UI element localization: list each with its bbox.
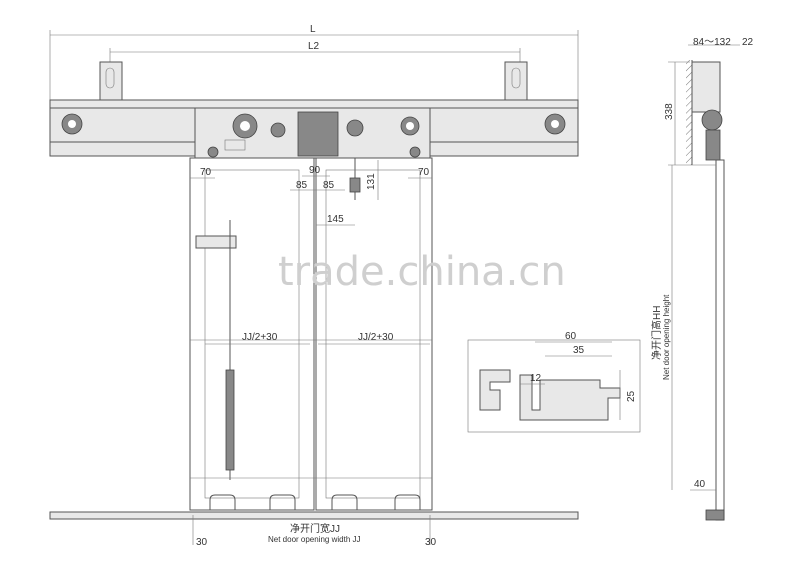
door-panel-right bbox=[315, 157, 433, 511]
hanger-bracket-left bbox=[99, 61, 123, 101]
dimension-30-right: 30 bbox=[425, 537, 437, 548]
label-height-en: Net door opening height bbox=[662, 294, 671, 380]
hanger-bracket-right bbox=[504, 61, 528, 101]
sill bbox=[49, 511, 579, 520]
svg-text:25: 25 bbox=[626, 390, 637, 402]
dimension-22: 22 bbox=[742, 37, 754, 48]
svg-text:70: 70 bbox=[200, 167, 212, 178]
dimension-90: 90 bbox=[302, 165, 330, 177]
svg-text:JJ/2+30: JJ/2+30 bbox=[358, 332, 394, 343]
svg-text:70: 70 bbox=[418, 167, 430, 178]
dimension-338: 338 bbox=[664, 103, 675, 120]
dimension-L2: L2 bbox=[109, 41, 521, 68]
dimension-30-left: 30 bbox=[196, 537, 208, 548]
dimension-jj-left: JJ/2+30 bbox=[205, 332, 310, 345]
side-view: 84～132 22 338 净开门高HH Net door opening he… bbox=[650, 37, 754, 521]
svg-text:85: 85 bbox=[296, 180, 308, 191]
watermark: trade.china.cn bbox=[278, 249, 566, 295]
svg-text:60: 60 bbox=[565, 331, 577, 342]
svg-text:145: 145 bbox=[327, 214, 344, 225]
dimension-L: L bbox=[49, 24, 579, 100]
motor-assembly bbox=[194, 107, 431, 200]
svg-text:131: 131 bbox=[366, 173, 377, 190]
dimension-131: 131 bbox=[366, 160, 379, 200]
dimension-84-132: 84～132 bbox=[693, 37, 731, 48]
dimension-70-right: 70 bbox=[408, 167, 432, 179]
svg-text:12: 12 bbox=[530, 373, 542, 384]
dimension-40: 40 bbox=[694, 479, 706, 490]
dimension-70-left: 70 bbox=[190, 167, 215, 179]
dimension-jj-right: JJ/2+30 bbox=[318, 332, 430, 345]
label-height-cn: 净开门高HH bbox=[650, 306, 663, 360]
sill-profile-section: 60 35 12 25 bbox=[467, 331, 641, 433]
label-L: L bbox=[310, 24, 316, 35]
svg-text:85: 85 bbox=[323, 180, 335, 191]
label-width-en: Net door opening width JJ bbox=[268, 535, 361, 544]
door-guides bbox=[209, 494, 421, 510]
label-width-cn: 净开门宽JJ bbox=[290, 522, 340, 535]
svg-text:35: 35 bbox=[573, 345, 585, 356]
svg-text:90: 90 bbox=[309, 165, 321, 176]
dimension-85: 85 85 bbox=[290, 180, 345, 191]
svg-text:JJ/2+30: JJ/2+30 bbox=[242, 332, 278, 343]
dimension-145: 145 bbox=[316, 214, 355, 226]
label-L2: L2 bbox=[308, 41, 320, 52]
door-panel-left bbox=[189, 157, 315, 511]
